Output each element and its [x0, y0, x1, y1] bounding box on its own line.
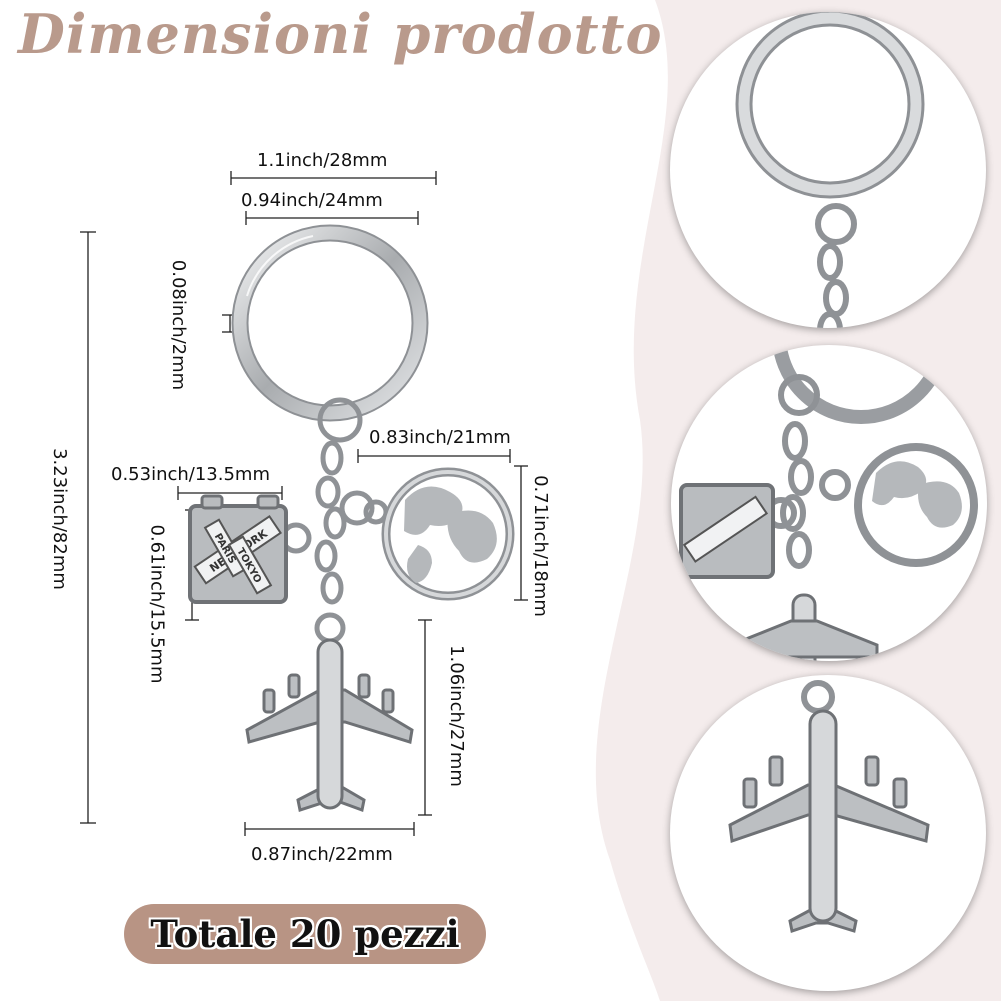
total-pieces-label: Totale 20 pezzi: [150, 912, 460, 956]
dim-globe-width: 0.83inch/21mm: [369, 427, 511, 448]
dim-total-length: 3.23inch/82mm: [48, 448, 70, 590]
dim-globe-height: 0.71inch/18mm: [529, 475, 551, 617]
airplane-charm-icon: [245, 638, 414, 813]
dim-ring-thickness: 0.08inch/2mm: [168, 259, 190, 391]
dim-suitcase-width: 0.53inch/13.5mm: [111, 464, 271, 485]
dim-plane-height: 1.06inch/27mm: [445, 645, 467, 787]
suitcase-charm-icon: NEW YORK PARIS TOKYO: [188, 494, 288, 604]
detail-circle-airplane: [670, 675, 986, 991]
dim-ring-inner: 0.94inch/24mm: [241, 190, 383, 211]
detail-circle-ring: [670, 12, 986, 328]
page-title: Dimensioni prodotto: [18, 2, 663, 66]
globe-charm-icon: [381, 467, 515, 601]
detail-circle-charms: [671, 345, 987, 661]
dim-ring-outer: 1.1inch/28mm: [257, 150, 388, 171]
total-pieces-badge: Totale 20 pezzi: [124, 904, 486, 964]
keyring-icon: [231, 224, 429, 422]
dim-suitcase-height: 0.61inch/15.5mm: [146, 524, 168, 684]
dim-plane-width: 0.87inch/22mm: [251, 844, 393, 865]
